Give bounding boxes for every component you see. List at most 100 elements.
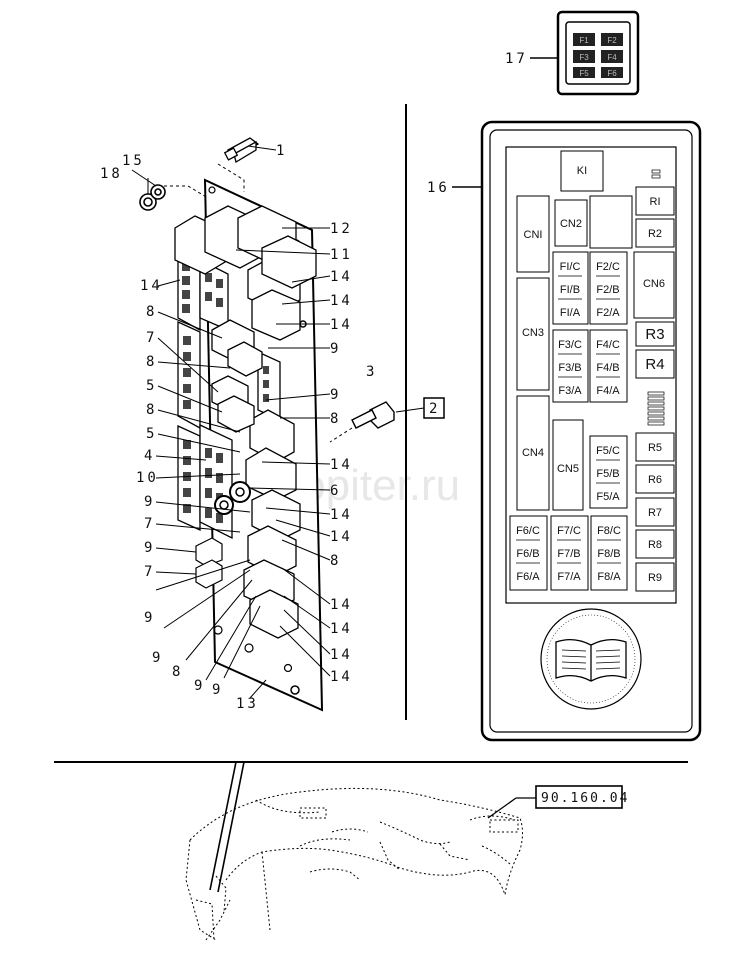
label-r3: R3 xyxy=(645,326,664,343)
mini-label-6: F6 xyxy=(607,69,617,78)
callout-4: 4 xyxy=(144,448,155,464)
label-r9: R9 xyxy=(648,572,662,584)
label-cn5: CN5 xyxy=(557,463,579,475)
fuse-f6a: F6/A xyxy=(516,571,540,583)
callout-7-c: 7 xyxy=(144,564,155,580)
fuse-f2c: F2/C xyxy=(596,261,620,273)
callout-14-b: 14 xyxy=(330,293,353,309)
callout-14-h: 14 xyxy=(330,597,353,613)
label-r6: R6 xyxy=(648,474,662,486)
mini-label-1: F1 xyxy=(579,36,589,45)
fuse-f2b: F2/B xyxy=(596,284,619,296)
callout-3: 3 xyxy=(366,364,377,380)
fuse-f4a: F4/A xyxy=(596,385,620,397)
callout-14-d: 14 xyxy=(140,278,163,294)
dashboard-outline xyxy=(185,787,523,941)
label-cn2: CN2 xyxy=(560,218,582,230)
fuse-f8c: F8/C xyxy=(597,525,621,537)
mini-label-3: F3 xyxy=(579,53,589,62)
fuse-f7a: F7/A xyxy=(557,571,581,583)
label-cn4: CN4 xyxy=(522,447,544,459)
callout-9-g: 9 xyxy=(330,341,341,357)
label-cn1: CNI xyxy=(524,229,543,241)
callout-7-b: 7 xyxy=(144,516,155,532)
label-ki: KI xyxy=(577,165,587,177)
callout-18: 18 xyxy=(100,166,123,182)
mini-label-5: F5 xyxy=(579,69,589,78)
callout-9-a: 9 xyxy=(144,494,155,510)
callout-8-f: 8 xyxy=(330,553,341,569)
callout-14-k: 14 xyxy=(330,669,353,685)
fuse-f5c: F5/C xyxy=(596,445,620,457)
fuse-board-assembly: 2 xyxy=(139,137,445,712)
mini-label-2: F2 xyxy=(607,36,617,45)
fuse-f3b: F3/B xyxy=(558,362,581,374)
mini-fuse-panel: F1 F2 F3 F4 F5 F6 xyxy=(556,10,640,96)
mini-label-4: F4 xyxy=(607,53,617,62)
book-icon xyxy=(540,608,642,710)
fuse-f8b: F8/B xyxy=(597,548,620,560)
fuse-f6b: F6/B xyxy=(516,548,539,560)
callout-7-a: 7 xyxy=(146,330,157,346)
callout-8-d: 8 xyxy=(172,664,183,680)
label-r5: R5 xyxy=(648,442,662,454)
mini-fuse-6 xyxy=(601,67,623,78)
label-r2: R2 xyxy=(648,228,662,240)
callout-11: 11 xyxy=(330,247,353,263)
mini-fuse-1 xyxy=(573,33,595,46)
callout-14-g: 14 xyxy=(330,529,353,545)
callout-13: 13 xyxy=(236,696,259,712)
fuse-f3c: F3/C xyxy=(558,339,582,351)
fuse-f8a: F8/A xyxy=(597,571,621,583)
callout-17: 17 xyxy=(505,51,528,67)
mini-fuse-2 xyxy=(601,33,623,46)
callout-14-e: 14 xyxy=(330,457,353,473)
callout-5-a: 5 xyxy=(146,378,157,394)
callout-16: 16 xyxy=(427,180,450,196)
fuse-f1c: FI/C xyxy=(560,261,581,273)
label-r4: R4 xyxy=(645,356,664,373)
mini-fuse-4 xyxy=(601,50,623,63)
callout-12: 12 xyxy=(330,221,353,237)
label-r1: RI xyxy=(650,196,661,208)
callout-9-d: 9 xyxy=(152,650,163,666)
callout-14-j: 14 xyxy=(330,647,353,663)
callout-1: 1 xyxy=(276,143,287,159)
callout-9-b: 9 xyxy=(144,540,155,556)
fuse-f1a: FI/A xyxy=(560,307,581,319)
fuse-f6c: F6/C xyxy=(516,525,540,537)
fuse-f7b: F7/B xyxy=(557,548,580,560)
callout-6: 6 xyxy=(330,483,341,499)
mini-fuse-3 xyxy=(573,50,595,63)
fuse-f4c: F4/C xyxy=(596,339,620,351)
callout-10: 10 xyxy=(136,470,159,486)
callout-14-f: 14 xyxy=(330,507,353,523)
label-cn3: CN3 xyxy=(522,327,544,339)
callout-5-b: 5 xyxy=(146,426,157,442)
fuse-f5b: F5/B xyxy=(596,468,619,480)
fuse-f2a: F2/A xyxy=(596,307,620,319)
fuse-f5a: F5/A xyxy=(596,491,620,503)
fuse-f4b: F4/B xyxy=(596,362,619,374)
callout-9-e: 9 xyxy=(194,678,205,694)
fuse-f7c: F7/C xyxy=(557,525,581,537)
callout-9-c: 9 xyxy=(144,610,155,626)
label-r8: R8 xyxy=(648,539,662,551)
label-r7: R7 xyxy=(648,507,662,519)
callout-14-a: 14 xyxy=(330,269,353,285)
callout-15: 15 xyxy=(122,153,145,169)
callout-14-i: 14 xyxy=(330,621,353,637)
callout-14-c: 14 xyxy=(330,317,353,333)
fuse-f1b: FI/B xyxy=(560,284,580,296)
callout-8-a: 8 xyxy=(146,304,157,320)
mini-fuse-5 xyxy=(573,67,595,78)
callout-9-h: 9 xyxy=(330,387,341,403)
label-cn6: CN6 xyxy=(643,278,665,290)
callout-9-f: 9 xyxy=(212,682,223,698)
callout-2: 2 xyxy=(429,401,440,417)
fuse-f3a: F3/A xyxy=(558,385,582,397)
reference-label: 90.160.04 xyxy=(541,791,629,806)
callout-8-b: 8 xyxy=(146,354,157,370)
